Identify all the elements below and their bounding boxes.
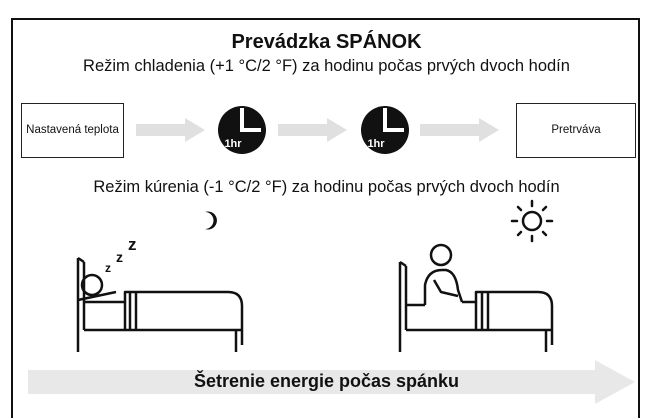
clock-label-1: 1hr bbox=[224, 138, 242, 150]
flow-arrow-2 bbox=[278, 118, 347, 142]
flow-arrow-3 bbox=[420, 118, 499, 142]
sleeping-bed-icon: z z z bbox=[76, 235, 244, 352]
svg-text:z: z bbox=[116, 249, 123, 265]
clock-label-2: 1hr bbox=[367, 138, 385, 150]
energy-saving-label: Šetrenie energie počas spánku bbox=[193, 371, 460, 391]
svg-text:z: z bbox=[128, 235, 137, 254]
moon-icon bbox=[205, 211, 217, 230]
heating-mode-text: Režim kúrenia (-1 °C/2 °F) za hodinu poč… bbox=[93, 178, 560, 196]
awake-bed-icon bbox=[398, 243, 554, 352]
clock-icon-2: 1hr bbox=[361, 106, 409, 154]
diagram-title: Prevádzka SPÁNOK bbox=[231, 31, 422, 53]
svg-text:z: z bbox=[105, 261, 111, 275]
cooling-mode-text: Režim chladenia (+1 °C/2 °F) za hodinu p… bbox=[83, 57, 570, 75]
flow-arrow-1 bbox=[136, 118, 205, 142]
diagram-frame bbox=[11, 18, 640, 418]
sun-icon bbox=[510, 199, 554, 243]
set-temperature-box: Nastavená teplota bbox=[21, 103, 124, 158]
clock-icon-1: 1hr bbox=[218, 106, 266, 154]
maintain-box: Pretrváva bbox=[516, 103, 636, 158]
energy-saving-arrow bbox=[28, 360, 635, 404]
